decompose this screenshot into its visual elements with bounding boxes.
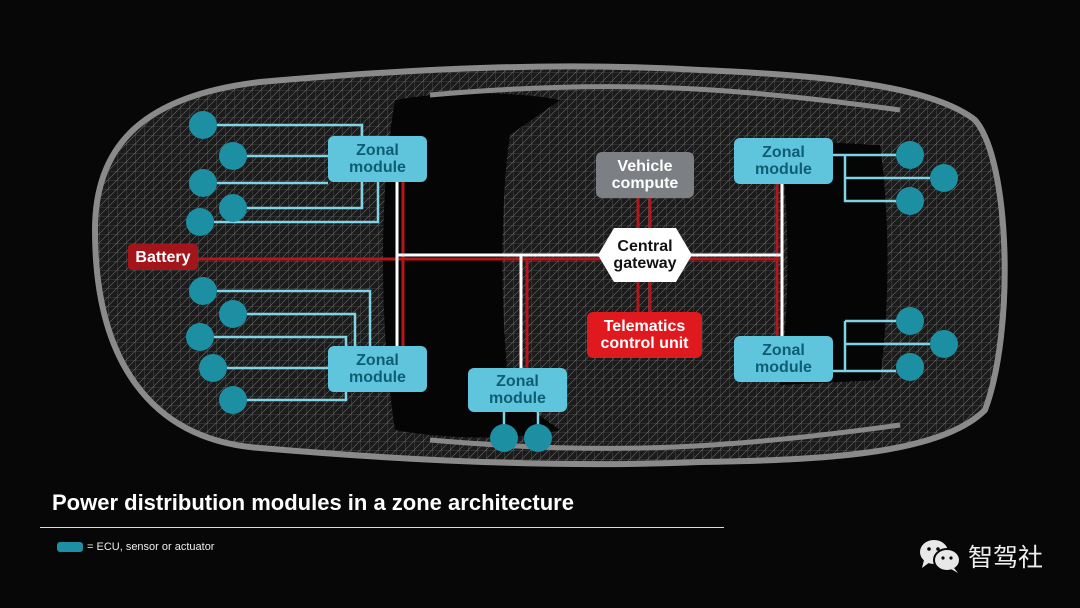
ecu-circle	[186, 323, 214, 351]
telematics-label: Telematics control unit	[600, 318, 689, 352]
zonal-label: Zonal module	[755, 342, 812, 376]
title-divider	[40, 527, 724, 528]
zonal-module-rear-right: Zonal module	[734, 336, 833, 382]
ecu-circle	[930, 330, 958, 358]
zonal-label: Zonal module	[349, 142, 406, 176]
ecu-circle	[930, 164, 958, 192]
ecu-circle	[896, 187, 924, 215]
wechat-icon	[920, 540, 961, 573]
vehicle-compute-label: Vehicle compute	[611, 158, 679, 192]
zonal-module-bottom-center: Zonal module	[468, 368, 567, 412]
data-lines	[395, 182, 784, 368]
zonal-module-front-right: Zonal module	[734, 138, 833, 184]
diagram-title: Power distribution modules in a zone arc…	[52, 490, 574, 515]
vehicle-compute-node: Vehicle compute	[596, 152, 694, 198]
ecu-circle	[219, 300, 247, 328]
ecu-circle	[896, 353, 924, 381]
ecu-circle	[189, 169, 217, 197]
watermark: 智驾社	[918, 538, 1043, 574]
windshield	[382, 93, 560, 438]
watermark-text: 智驾社	[968, 544, 1044, 572]
ecu-nodes	[186, 111, 958, 452]
ecu-circle	[189, 277, 217, 305]
central-gateway-node: Central gateway	[598, 228, 692, 282]
ecu-circle	[219, 142, 247, 170]
ecu-circle	[219, 194, 247, 222]
ecu-circle	[219, 386, 247, 414]
legend-swatch	[57, 542, 83, 552]
gateway-hexagon	[598, 228, 692, 282]
ecu-circle	[896, 307, 924, 335]
ecu-circle	[189, 111, 217, 139]
zonal-label: Zonal module	[489, 373, 546, 407]
zonal-label: Zonal module	[349, 352, 406, 386]
ecu-circle	[490, 424, 518, 452]
zonal-module-front-left: Zonal module	[328, 136, 427, 182]
ecu-circle	[524, 424, 552, 452]
central-gateway-label: Central gateway	[613, 238, 677, 272]
zonal-label: Zonal module	[755, 144, 812, 178]
ecu-links	[214, 123, 930, 438]
battery-node: Battery	[128, 244, 198, 270]
ecu-circle	[186, 208, 214, 236]
ecu-circle	[896, 141, 924, 169]
ecu-circle	[199, 354, 227, 382]
zonal-module-rear-left: Zonal module	[328, 346, 427, 392]
battery-label: Battery	[135, 248, 191, 266]
legend: = ECU, sensor or actuator	[57, 541, 214, 553]
telematics-node: Telematics control unit	[587, 312, 702, 358]
legend-label: = ECU, sensor or actuator	[87, 541, 215, 553]
